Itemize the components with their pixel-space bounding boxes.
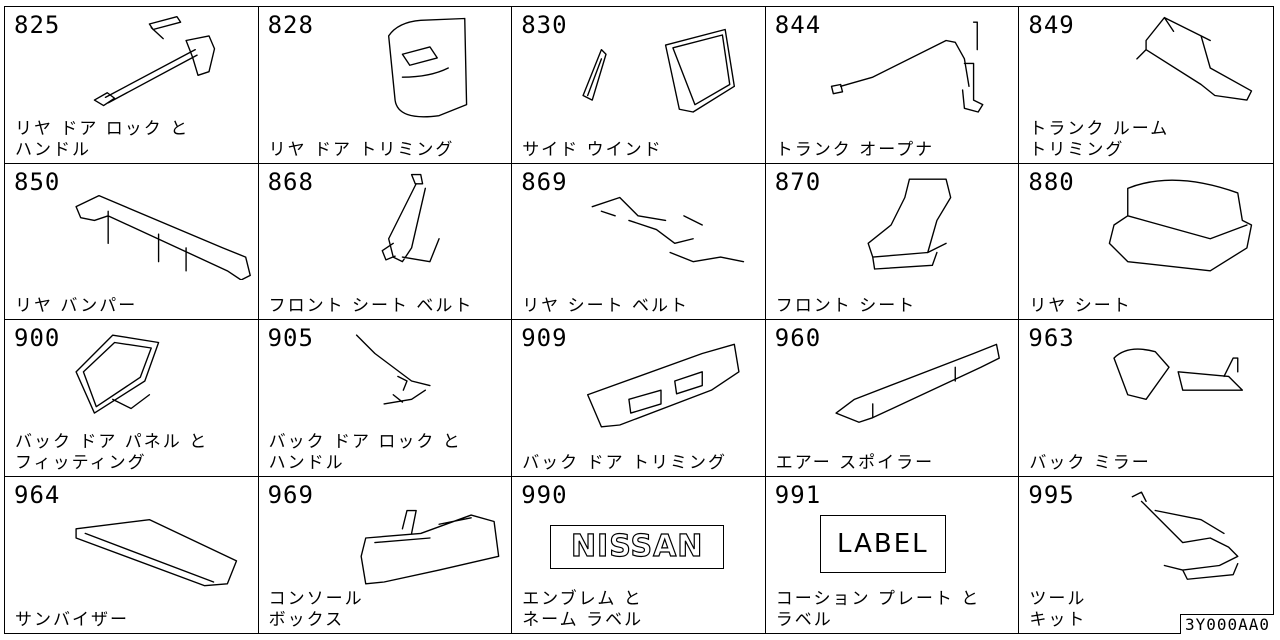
sun-visor-icon <box>54 483 254 593</box>
part-cell-960[interactable]: 960 エアー スポイラー <box>765 320 1020 477</box>
part-number: 830 <box>521 11 568 39</box>
caution-label-icon: LABEL <box>819 514 946 573</box>
part-label: リヤ ドア ロック と ハンドル <box>15 118 190 160</box>
jack-tool-kit-icon <box>1069 483 1269 593</box>
part-label: リヤ ドア トリミング <box>268 139 455 160</box>
back-door-panel-icon <box>54 326 254 436</box>
rear-seat-belt-icon <box>561 170 761 280</box>
part-number: 870 <box>774 167 822 196</box>
part-number: 969 <box>267 480 314 509</box>
part-number: 869 <box>521 167 568 196</box>
part-number: 963 <box>1028 324 1075 352</box>
part-cell-995[interactable]: 995 ツール キット <box>1019 476 1273 633</box>
part-label: ツール キット <box>1029 589 1087 630</box>
door-lock-handle-icon <box>54 13 254 123</box>
rear-seat-icon <box>1069 170 1269 280</box>
side-window-icon <box>561 13 761 123</box>
part-label: コンソール ボックス <box>268 589 364 630</box>
part-cell-905[interactable]: 905 バック ドア ロック と ハンドル <box>258 320 513 477</box>
part-number: 909 <box>521 324 568 352</box>
air-spoiler-icon <box>814 326 1014 436</box>
part-label: リヤ バンパー <box>15 296 138 316</box>
trunk-opener-cable-icon <box>814 13 1014 123</box>
part-cell-830[interactable]: 830 サイド ウインド <box>512 7 766 164</box>
part-label: リヤ シート ベルト <box>522 296 689 316</box>
part-number: 990 <box>521 480 568 509</box>
part-number: 868 <box>267 167 314 196</box>
part-number: 905 <box>267 324 314 352</box>
part-label: サイド ウインド <box>522 139 663 160</box>
part-label: バック ドア パネル と フィッティング <box>15 431 209 473</box>
nissan-emblem-icon: NISSAN <box>550 524 725 569</box>
trunk-room-trim-icon <box>1069 13 1269 123</box>
part-number: 900 <box>14 324 61 352</box>
part-label: トランク オープナ <box>775 139 935 160</box>
diagram-code: 3Y000AA0 <box>1179 614 1274 634</box>
part-number: 964 <box>14 480 61 509</box>
part-number: 960 <box>774 324 822 352</box>
part-number: 828 <box>267 11 314 39</box>
part-label: バック ドア ロック と ハンドル <box>268 431 462 473</box>
part-label: トランク ルーム トリミング <box>1029 118 1170 160</box>
part-cell-969[interactable]: 969 コンソール ボックス <box>258 476 513 633</box>
part-label: サンバイザー <box>15 610 129 630</box>
parts-index-grid: 825 リヤ ドア ロック と ハンドル 828 リヤ ドア トリミング 830 サイド … <box>4 6 1274 634</box>
part-label: コーション プレート と ラベル <box>775 589 981 630</box>
part-label: エンブレム と ネーム ラベル <box>522 589 644 630</box>
front-seat-belt-icon <box>307 170 507 280</box>
part-label: バック ドア トリミング <box>522 452 727 473</box>
part-label: バック ミラー <box>1029 452 1151 473</box>
part-cell-869[interactable]: 869 リヤ シート ベルト <box>512 163 766 320</box>
part-label: フロント シート <box>775 296 917 316</box>
part-cell-964[interactable]: 964 サンバイザー <box>5 476 259 633</box>
back-door-lock-icon <box>307 326 507 436</box>
rear-bumper-icon <box>54 170 254 281</box>
part-cell-909[interactable]: 909 バック ドア トリミング <box>512 320 766 477</box>
part-number: 849 <box>1028 11 1075 39</box>
front-seat-icon <box>814 170 1014 280</box>
part-number: 995 <box>1028 480 1075 509</box>
part-number: 850 <box>14 167 61 196</box>
part-number: 880 <box>1028 167 1075 196</box>
part-cell-880[interactable]: 880 リヤ シート <box>1019 163 1273 320</box>
part-cell-870[interactable]: 870 フロント シート <box>765 163 1020 320</box>
part-label: フロント シート ベルト <box>268 296 474 316</box>
back-mirror-icon <box>1069 326 1269 436</box>
part-cell-900[interactable]: 900 バック ドア パネル と フィッティング <box>5 320 259 477</box>
part-cell-844[interactable]: 844 トランク オープナ <box>765 7 1020 164</box>
part-label: エアー スポイラー <box>775 452 935 473</box>
part-cell-868[interactable]: 868 フロント シート ベルト <box>258 163 513 320</box>
part-cell-963[interactable]: 963 バック ミラー <box>1019 320 1273 477</box>
door-trim-panel-icon <box>307 13 507 123</box>
part-number: 844 <box>774 11 822 39</box>
part-cell-850[interactable]: 850 リヤ バンパー <box>5 163 259 320</box>
part-number: 825 <box>14 11 61 39</box>
part-cell-849[interactable]: 849 トランク ルーム トリミング <box>1019 7 1273 164</box>
part-number: 991 <box>774 480 822 509</box>
back-door-trim-icon <box>561 326 761 436</box>
part-cell-825[interactable]: 825 リヤ ドア ロック と ハンドル <box>5 7 259 164</box>
part-cell-828[interactable]: 828 リヤ ドア トリミング <box>258 7 513 164</box>
part-label: リヤ シート <box>1029 296 1132 316</box>
console-box-icon <box>307 483 507 593</box>
